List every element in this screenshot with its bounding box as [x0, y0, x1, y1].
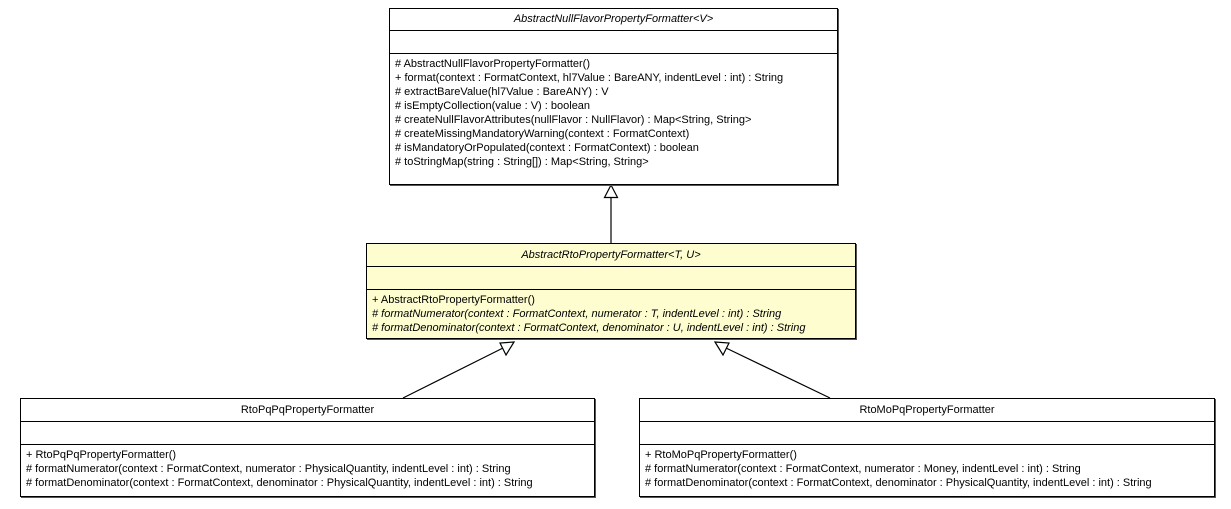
class-box-rto-pq-pq-property-formatter[interactable]: RtoPqPqPropertyFormatter + RtoPqPqProper… — [20, 398, 595, 497]
class-title-rto-pq-pq-property-formatter: RtoPqPqPropertyFormatter — [21, 399, 594, 422]
class-box-abstract-nullflavor-property-formatter[interactable]: AbstractNullFlavorPropertyFormatter<V> #… — [389, 8, 838, 185]
operation-line: # createNullFlavorAttributes(nullFlavor … — [395, 114, 752, 126]
class-attributes-compartment — [367, 267, 855, 290]
operation-line: # isMandatoryOrPopulated(context : Forma… — [395, 142, 699, 154]
generalization-rto-to-nullflavor — [603, 183, 619, 243]
class-box-abstract-rto-property-formatter[interactable]: AbstractRtoPropertyFormatter<T, U> + Abs… — [366, 243, 856, 339]
operation-line: # isEmptyCollection(value : V) : boolean — [395, 100, 591, 112]
operation-line: # AbstractNullFlavorPropertyFormatter() — [395, 58, 590, 70]
class-attributes-compartment — [390, 31, 837, 54]
operation-line: # formatNumerator(context : FormatContex… — [26, 463, 511, 475]
operation-line: # formatDenominator(context : FormatCont… — [26, 477, 533, 489]
class-title-abstract-nullflavor-property-formatter: AbstractNullFlavorPropertyFormatter<V> — [390, 9, 837, 31]
generalization-rtomopq-to-rto — [713, 341, 831, 399]
class-operations-compartment: + RtoPqPqPropertyFormatter() # formatNum… — [21, 445, 594, 496]
operation-line: + RtoMoPqPropertyFormatter() — [645, 449, 797, 461]
class-attributes-compartment — [640, 422, 1214, 445]
operation-line: # formatDenominator(context : FormatCont… — [645, 477, 1152, 489]
class-operations-compartment: + RtoMoPqPropertyFormatter() # formatNum… — [640, 445, 1214, 496]
class-title-rto-mo-pq-property-formatter: RtoMoPqPropertyFormatter — [640, 399, 1214, 422]
operation-line: # formatNumerator(context : FormatContex… — [645, 463, 1081, 475]
operation-line: # formatDenominator(context : FormatCont… — [372, 322, 806, 334]
operation-line: + RtoPqPqPropertyFormatter() — [26, 449, 177, 461]
operation-line: # extractBareValue(hl7Value : BareANY) :… — [395, 86, 609, 98]
class-operations-compartment: + AbstractRtoPropertyFormatter() # forma… — [367, 290, 855, 338]
operation-line: # formatNumerator(context : FormatContex… — [372, 308, 782, 320]
generalization-rtopqpq-to-rto — [402, 341, 516, 399]
class-operations-compartment: # AbstractNullFlavorPropertyFormatter() … — [390, 54, 837, 184]
operation-line: + format(context : FormatContext, hl7Val… — [395, 72, 784, 84]
operation-line: # createMissingMandatoryWarning(context … — [395, 128, 690, 140]
class-box-rto-mo-pq-property-formatter[interactable]: RtoMoPqPropertyFormatter + RtoMoPqProper… — [639, 398, 1215, 497]
operation-line: # toStringMap(string : String[]) : Map<S… — [395, 156, 649, 168]
operation-line: + AbstractRtoPropertyFormatter() — [372, 294, 535, 306]
class-attributes-compartment — [21, 422, 594, 445]
class-title-abstract-rto-property-formatter: AbstractRtoPropertyFormatter<T, U> — [367, 244, 855, 267]
